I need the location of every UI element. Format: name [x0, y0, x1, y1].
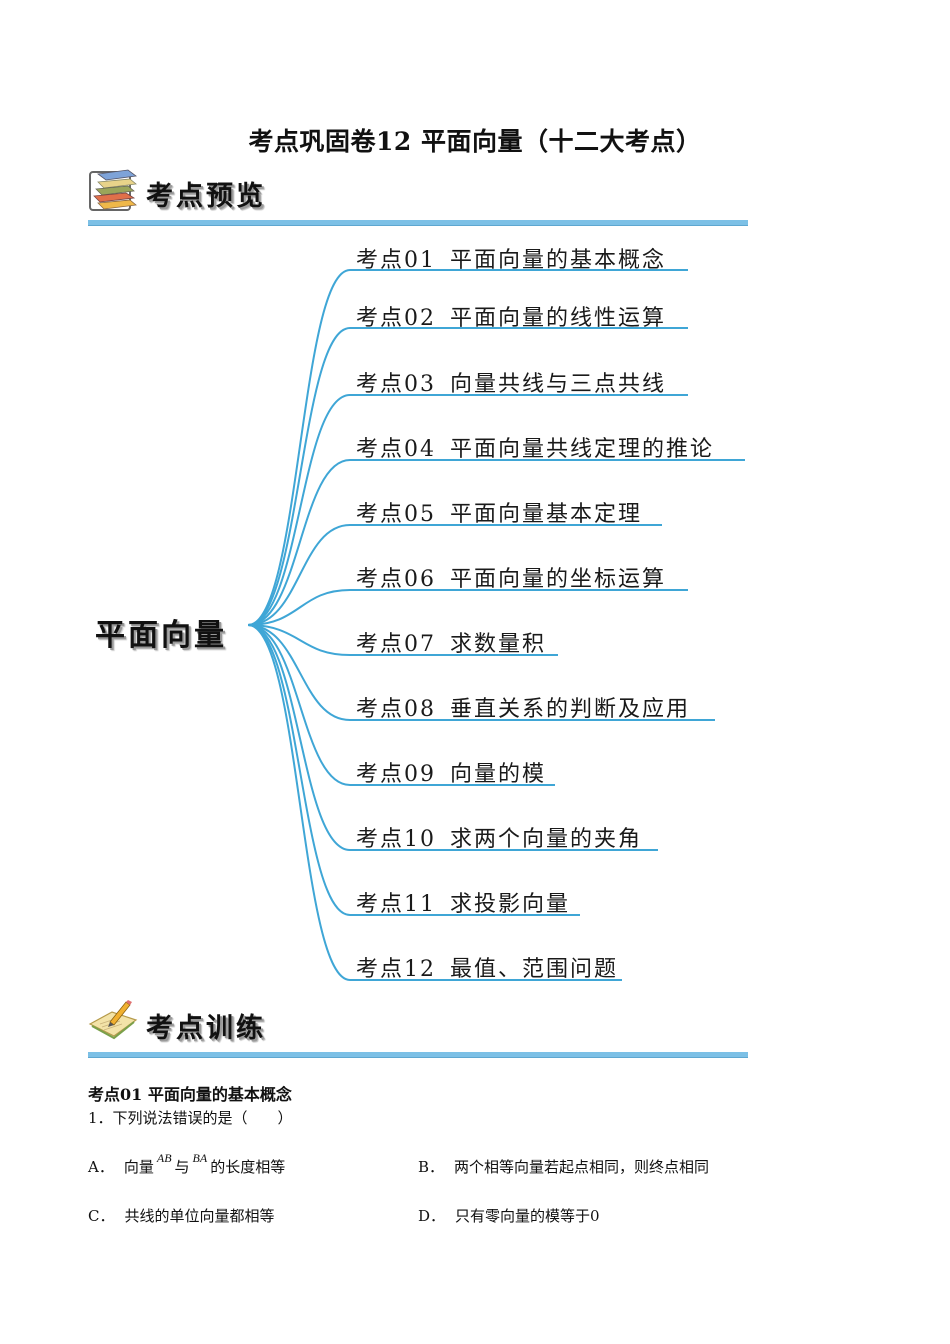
vector-ba: BA: [192, 1151, 208, 1165]
question-stem: 1．下列说法错误的是（ ）: [88, 1109, 293, 1127]
mindmap-root: 平面向量: [95, 618, 227, 653]
vector-ab: AB: [156, 1151, 172, 1165]
mindmap-connectors: [247, 269, 745, 981]
section-divider: [88, 1052, 748, 1058]
section-label-overview: 考点预览: [146, 181, 266, 212]
section-label-training: 考点训练: [146, 1013, 266, 1044]
books-icon: [88, 166, 140, 214]
document-title: 考点巩固卷12 平面向量（十二大考点）: [248, 127, 702, 156]
pencil-book-icon: [88, 998, 140, 1046]
option-b[interactable]: B．两个相等向量若起点相同，则终点相同: [418, 1158, 710, 1176]
subsection-title: 考点01 平面向量的基本概念: [88, 1085, 292, 1104]
option-c[interactable]: C．共线的单位向量都相等: [88, 1207, 275, 1225]
section-header-overview: 考点预览: [88, 166, 748, 226]
section-divider: [88, 220, 748, 226]
option-d[interactable]: D．只有零向量的模等于0: [418, 1207, 600, 1225]
section-header-training: 考点训练: [88, 998, 748, 1058]
